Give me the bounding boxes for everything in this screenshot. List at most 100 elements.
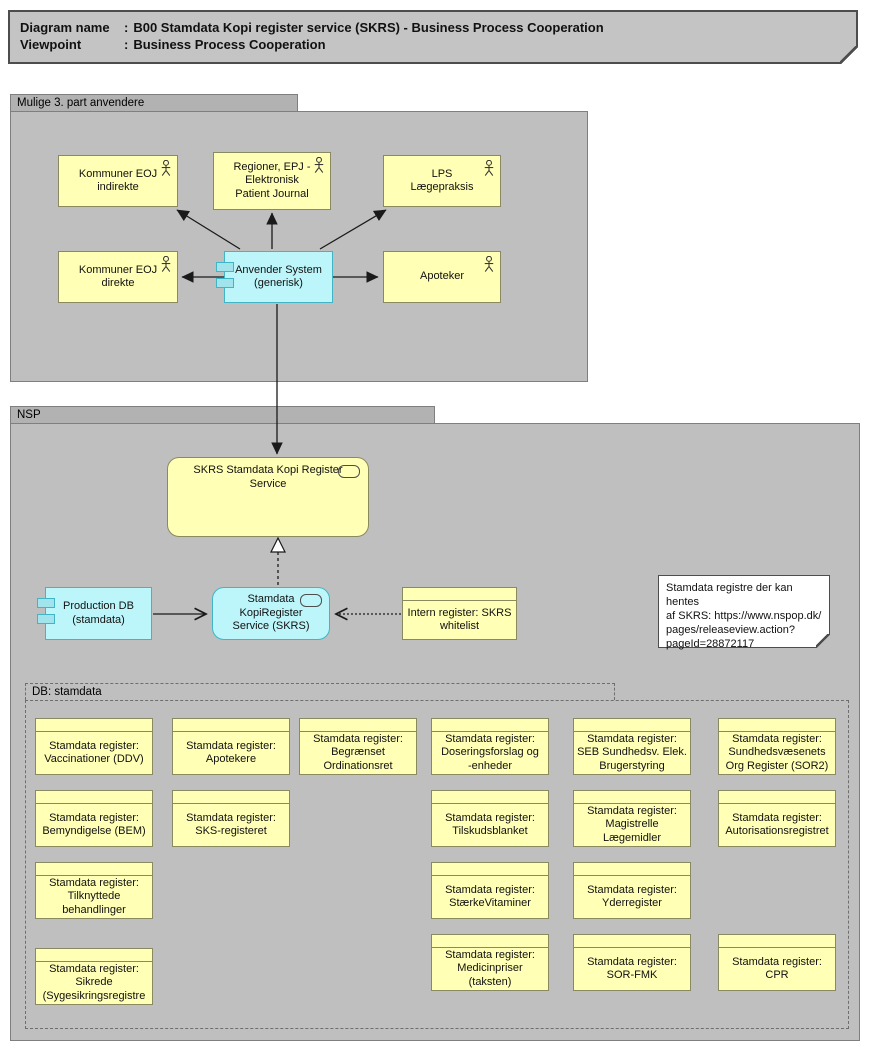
group-label: Mulige 3. part anvendere [17, 97, 145, 109]
object-band [432, 863, 548, 876]
title-label: Diagram name [20, 20, 110, 35]
group-tab-nsp[interactable]: NSP [10, 406, 435, 423]
node-label: Stamdata register: Doseringsforslag og -… [441, 732, 539, 772]
node-register-sikrede[interactable]: Stamdata register: Sikrede (Sygesikrings… [35, 948, 153, 1005]
service-icon [338, 465, 360, 478]
object-band [173, 719, 289, 732]
node-register-bemyndigelse-bem[interactable]: Stamdata register: Bemyndigelse (BEM) [35, 790, 153, 847]
node-production-db[interactable]: Production DB (stamdata) [37, 587, 152, 640]
component-icon [37, 614, 55, 624]
title-value: B00 Stamdata Kopi register service (SKRS… [133, 20, 604, 35]
node-register-doseringsforslag[interactable]: Stamdata register: Doseringsforslag og -… [431, 718, 549, 775]
node-kommuner-eoj-direkte[interactable]: Kommuner EOJ direkte [58, 251, 178, 303]
object-band [574, 719, 690, 732]
object-band [574, 791, 690, 804]
node-label: Stamdata register: SKS-registeret [186, 811, 276, 838]
node-label: Stamdata register: Tilskudsblanket [445, 811, 535, 838]
title-row-viewpoint: Viewpoint:Business Process Cooperation [20, 36, 846, 53]
note-text: Stamdata registre der kan hentes af SKRS… [666, 582, 822, 650]
note-stamdata-registre-link[interactable]: Stamdata registre der kan hentes af SKRS… [658, 575, 830, 650]
node-register-staerkevitaminer[interactable]: Stamdata register: StærkeVitaminer [431, 862, 549, 919]
node-label: Anvender System (generisk) [235, 263, 322, 290]
title-separator: : [124, 37, 129, 52]
node-label: Stamdata register: StærkeVitaminer [445, 883, 535, 910]
object-band [36, 791, 152, 804]
actor-icon [161, 160, 171, 176]
object-band [300, 719, 416, 732]
node-anvender-system[interactable]: Anvender System (generisk) [216, 251, 333, 303]
node-label: Stamdata register: Vaccinationer (DDV) [44, 739, 144, 766]
title-label: Viewpoint [20, 37, 82, 52]
actor-icon [161, 256, 171, 272]
group-body-db-stamdata[interactable] [25, 700, 849, 1029]
title-row-diagram-name: Diagram name: B00 Stamdata Kopi register … [20, 19, 846, 36]
node-label: Stamdata register: Tilknyttede behandlin… [49, 876, 139, 916]
node-label: Stamdata register: Autorisationsregistre… [725, 811, 829, 838]
object-band [432, 791, 548, 804]
group-tab-mulige-3-part-anvendere[interactable]: Mulige 3. part anvendere [10, 94, 298, 111]
node-label: Stamdata KopiRegister Service (SKRS) [232, 593, 310, 633]
node-lps-laegepraksis[interactable]: LPS Lægepraksis [383, 155, 501, 207]
node-register-medicinpriser[interactable]: Stamdata register: Medicinpriser (takste… [431, 934, 549, 991]
node-label: Kommuner EOJ indirekte [78, 167, 158, 194]
node-label: Stamdata register: Sundhedsvæsenets Org … [725, 732, 829, 772]
node-register-begraenset-ordinationsret[interactable]: Stamdata register: Begrænset Ordinations… [299, 718, 417, 775]
node-register-tilknyttede-behandlinger[interactable]: Stamdata register: Tilknyttede behandlin… [35, 862, 153, 919]
object-band [719, 719, 835, 732]
object-band [432, 935, 548, 948]
node-label: Stamdata register: Sikrede (Sygesikrings… [42, 962, 146, 1002]
node-label: SKRS Stamdata Kopi Register Service [193, 464, 343, 490]
node-regioner-epj[interactable]: Regioner, EPJ - Elektronisk Patient Jour… [213, 152, 331, 210]
object-band [719, 791, 835, 804]
node-label: Regioner, EPJ - Elektronisk Patient Jour… [233, 160, 311, 200]
component-icon [216, 278, 234, 288]
title-separator: : [124, 20, 129, 35]
group-label: NSP [17, 409, 41, 421]
node-label: Stamdata register: CPR [732, 955, 822, 982]
node-kommuner-eoj-indirekte[interactable]: Kommuner EOJ indirekte [58, 155, 178, 207]
node-label: Stamdata register: SEB Sundhedsv. Elek. … [577, 732, 687, 772]
object-band [403, 588, 516, 601]
node-register-sor2[interactable]: Stamdata register: Sundhedsvæsenets Org … [718, 718, 836, 775]
node-register-seb-brugerstyring[interactable]: Stamdata register: SEB Sundhedsv. Elek. … [573, 718, 691, 775]
node-register-magistrelle-laegemidler[interactable]: Stamdata register: Magistrelle Lægemidle… [573, 790, 691, 847]
node-register-apotekere[interactable]: Stamdata register: Apotekere [172, 718, 290, 775]
component-icon [37, 598, 55, 608]
node-label: Stamdata register: Apotekere [186, 739, 276, 766]
group-tab-db-stamdata[interactable]: DB: stamdata [25, 683, 615, 700]
node-label: Intern register: SKRS whitelist [407, 606, 512, 633]
node-register-autorisationsregistret[interactable]: Stamdata register: Autorisationsregistre… [718, 790, 836, 847]
node-register-sks-registeret[interactable]: Stamdata register: SKS-registeret [172, 790, 290, 847]
node-register-tilskudsblanket[interactable]: Stamdata register: Tilskudsblanket [431, 790, 549, 847]
node-label: Kommuner EOJ direkte [78, 263, 158, 290]
object-band [574, 863, 690, 876]
node-register-vaccinationer-ddv[interactable]: Stamdata register: Vaccinationer (DDV) [35, 718, 153, 775]
node-label: Apoteker [419, 270, 465, 283]
node-label: Stamdata register: Begrænset Ordinations… [313, 732, 403, 772]
node-apoteker[interactable]: Apoteker [383, 251, 501, 303]
group-label: DB: stamdata [32, 686, 102, 698]
node-intern-register-skrs-whitelist[interactable]: Intern register: SKRS whitelist [402, 587, 517, 640]
node-register-sor-fmk[interactable]: Stamdata register: SOR-FMK [573, 934, 691, 991]
object-band [574, 935, 690, 948]
component-icon [216, 262, 234, 272]
diagram-title-note: Diagram name: B00 Stamdata Kopi register … [8, 10, 858, 64]
node-label: Stamdata register: Yderregister [587, 883, 677, 910]
actor-icon [314, 157, 324, 173]
service-icon [300, 594, 322, 607]
object-band [36, 719, 152, 732]
object-band [36, 949, 152, 962]
actor-icon [484, 256, 494, 272]
node-label: LPS Lægepraksis [410, 167, 474, 194]
node-register-yderregister[interactable]: Stamdata register: Yderregister [573, 862, 691, 919]
node-skrs-stamdata-kopi-register-service[interactable]: SKRS Stamdata Kopi Register Service [167, 457, 369, 537]
node-register-cpr[interactable]: Stamdata register: CPR [718, 934, 836, 991]
actor-icon [484, 160, 494, 176]
object-band [719, 935, 835, 948]
object-band [432, 719, 548, 732]
object-band [36, 863, 152, 876]
object-band [173, 791, 289, 804]
node-label: Stamdata register: Magistrelle Lægemidle… [587, 804, 677, 844]
node-stamdata-kopiregister-service[interactable]: Stamdata KopiRegister Service (SKRS) [212, 587, 330, 640]
